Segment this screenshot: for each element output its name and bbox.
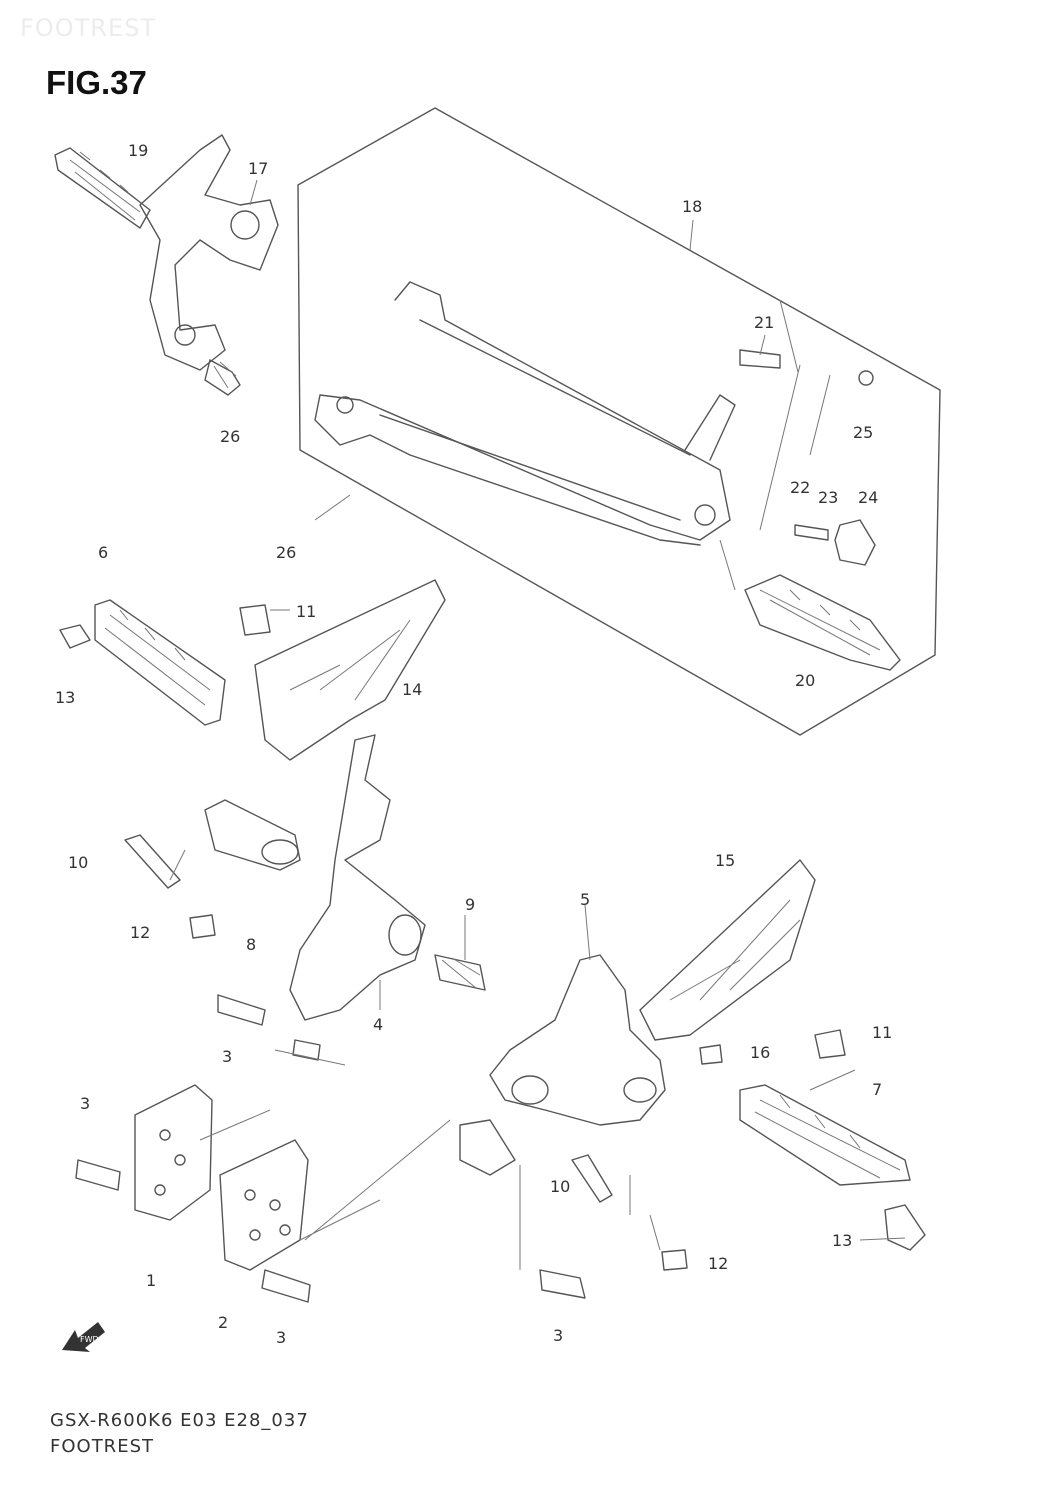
callout-12-left: 12 [130,923,150,942]
footrest-watermark: FOOTREST [20,14,156,42]
callout-14: 14 [402,680,422,699]
callout-2: 2 [218,1313,228,1332]
callout-20: 20 [795,671,815,690]
callout-22: 22 [790,478,810,497]
model-code: GSX-R600K6 E03 E28_037 [50,1410,309,1431]
assembly-outline-18 [297,107,941,736]
callout-10-right: 10 [550,1177,570,1196]
callout-26-top: 26 [220,427,240,446]
callout-16: 16 [750,1043,770,1062]
central-bracket-group [124,734,486,1061]
section-name: FOOTREST [50,1436,154,1457]
fwd-arrow-icon: FWD [62,1322,105,1352]
callout-17: 17 [248,159,268,178]
callout-3-bottom-left: 3 [276,1328,286,1347]
callout-3-left: 3 [80,1094,90,1113]
upper-footpeg-group [54,134,279,396]
fwd-label: FWD [80,1335,99,1344]
callout-6: 6 [98,543,108,562]
callout-labels: 19 17 18 21 25 26 22 23 24 26 6 11 13 14… [55,141,892,1347]
callout-12-right: 12 [708,1254,728,1273]
callout-11-right: 11 [872,1023,892,1042]
callout-26-mid: 26 [276,543,296,562]
callout-10-left: 10 [68,853,88,872]
callout-11-left: 11 [296,602,316,621]
callout-8: 8 [246,935,256,954]
plates-group [75,1084,311,1303]
lower-right-footpeg-group [459,859,926,1299]
figure-title: FIG.37 [46,64,147,101]
callout-7: 7 [872,1080,882,1099]
callout-15: 15 [715,851,735,870]
callout-13-right: 13 [832,1231,852,1250]
middle-footpeg-group [59,579,446,761]
callout-25: 25 [853,423,873,442]
callout-9: 9 [465,895,475,914]
callout-24: 24 [858,488,878,507]
callout-1: 1 [146,1271,156,1290]
callout-4: 4 [373,1015,383,1034]
callout-3-bottom-right: 3 [553,1326,563,1345]
bracket-arm-group [314,281,901,671]
leader-lines [169,179,906,1270]
callout-13-left: 13 [55,688,75,707]
callout-21: 21 [754,313,774,332]
callout-19: 19 [128,141,148,160]
callout-5: 5 [580,890,590,909]
callout-18: 18 [682,197,702,216]
callout-23: 23 [818,488,838,507]
callout-3-mid: 3 [222,1047,232,1066]
